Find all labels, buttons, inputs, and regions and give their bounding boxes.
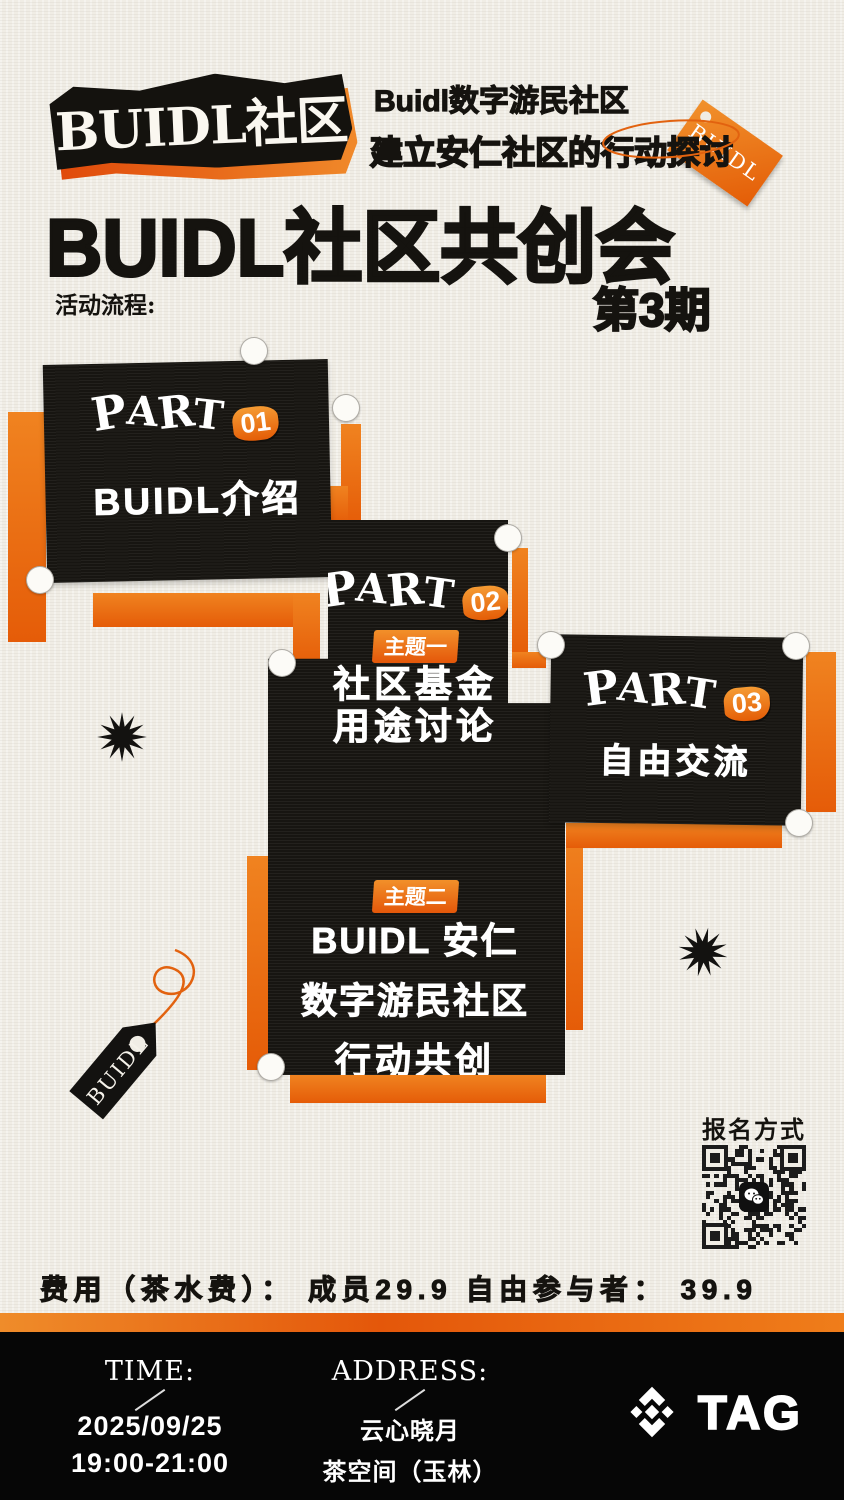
tag-brand-logo: TAG bbox=[622, 1382, 803, 1442]
accent-bar bbox=[8, 412, 46, 642]
slash-divider bbox=[394, 1388, 426, 1412]
accent-bar bbox=[293, 593, 320, 668]
pin-circle bbox=[537, 631, 565, 659]
accent-bar bbox=[806, 652, 836, 812]
address-line2: 茶空间（玉林） bbox=[322, 1459, 498, 1486]
accent-bar bbox=[566, 823, 782, 848]
address-label: ADDRESS: bbox=[331, 1356, 489, 1387]
part3-heading: PART 03 bbox=[550, 659, 803, 723]
part3-title: 自由交流 bbox=[599, 741, 752, 783]
accent-bar bbox=[512, 548, 528, 660]
buidl-logo-sticker: BUIDL社区 bbox=[49, 70, 353, 172]
accent-bar bbox=[247, 856, 271, 1070]
accent-bar bbox=[290, 1075, 546, 1103]
diamond-icon bbox=[630, 1386, 674, 1438]
pin-circle bbox=[785, 809, 813, 837]
accent-bar bbox=[566, 823, 583, 1030]
accent-bar bbox=[93, 593, 320, 627]
time-section: TIME: 2025/09/25 19:00-21:00 bbox=[50, 1356, 250, 1479]
qr-finder-icon bbox=[702, 1145, 728, 1171]
part2-number-badge: 02 bbox=[461, 583, 511, 623]
topic2-line3: 行动共创 bbox=[334, 1040, 495, 1081]
pin-circle bbox=[240, 337, 268, 365]
header-subtitle-1: Buidl数字游民社区 bbox=[373, 84, 629, 118]
wechat-icon bbox=[739, 1182, 769, 1212]
part2-line1: 社区基金 bbox=[333, 664, 497, 706]
part3-number-badge: 03 bbox=[722, 684, 772, 723]
event-time: 19:00-21:00 bbox=[70, 1448, 230, 1478]
part3-block: PART 03 自由交流 bbox=[548, 634, 804, 826]
pin-circle bbox=[332, 394, 360, 422]
footer: TIME: 2025/09/25 19:00-21:00 ADDRESS: 云心… bbox=[0, 1332, 844, 1500]
issue-number: 第3期 bbox=[592, 283, 712, 337]
event-date: 2025/09/25 bbox=[77, 1411, 223, 1441]
time-label: TIME: bbox=[104, 1356, 196, 1387]
qr-finder-icon bbox=[702, 1223, 728, 1249]
address-line1: 云心晓月 bbox=[360, 1418, 460, 1445]
flow-label: 活动流程: bbox=[55, 292, 156, 319]
qr-code bbox=[702, 1145, 806, 1249]
starburst-icon bbox=[97, 712, 147, 762]
fee-line: 费用（茶水费）： 成员29.9 自由参与者： 39.9 bbox=[40, 1274, 758, 1306]
topic2-line1: BUIDL 安仁 bbox=[311, 920, 519, 962]
pin-circle bbox=[257, 1053, 285, 1081]
brand-name: TAG bbox=[697, 1385, 803, 1440]
part1-title: BUIDL介绍 bbox=[93, 477, 303, 523]
pin-circle bbox=[26, 566, 54, 594]
topic2-badge: 主题二 bbox=[371, 880, 459, 913]
pin-circle bbox=[494, 524, 522, 552]
divider-strip bbox=[0, 1313, 844, 1332]
hanging-tag: BUIDL bbox=[69, 948, 196, 1120]
topic2-line2: 数字游民社区 bbox=[300, 980, 529, 1022]
logo-text: BUIDL社区 bbox=[53, 89, 349, 163]
part1-number-badge: 01 bbox=[231, 403, 282, 444]
part1-block: PART 01 BUIDL介绍 bbox=[42, 359, 333, 583]
accent-bar bbox=[512, 652, 546, 668]
address-section: ADDRESS: 云心晓月 茶空间（玉林） bbox=[300, 1356, 520, 1487]
header-subtitle-2: 建立安仁社区的行动探讨 bbox=[369, 133, 734, 172]
poster-title: BUIDL社区共创会 bbox=[44, 201, 675, 295]
part1-heading: PART 01 bbox=[88, 382, 282, 444]
pin-circle bbox=[268, 649, 296, 677]
signup-label: 报名方式 bbox=[702, 1115, 806, 1144]
slash-divider bbox=[134, 1388, 166, 1412]
starburst-icon bbox=[678, 927, 728, 977]
pin-circle bbox=[782, 632, 810, 660]
part2-line2: 用途讨论 bbox=[333, 706, 497, 748]
qr-finder-icon bbox=[780, 1145, 806, 1171]
